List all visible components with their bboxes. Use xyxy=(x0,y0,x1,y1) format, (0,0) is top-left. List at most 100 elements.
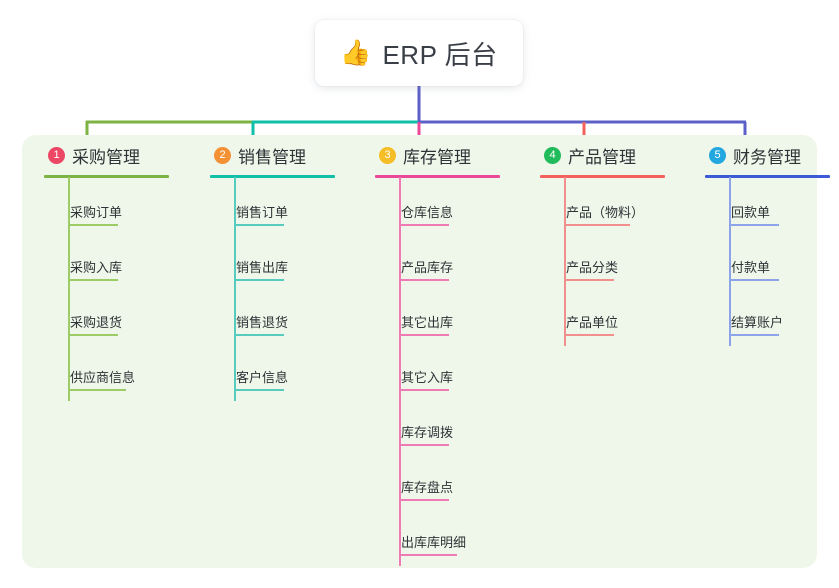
column-spine-2 xyxy=(234,177,236,401)
leaf-rule xyxy=(234,224,284,226)
leaf-rule xyxy=(729,224,779,226)
list-item[interactable]: 产品库存 xyxy=(361,233,521,288)
column-spine-5 xyxy=(729,177,731,346)
list-item[interactable]: 客户信息 xyxy=(196,343,356,398)
column-header-rule-2 xyxy=(210,175,335,178)
column-1: 1 采购管理采购订单采购入库采购退货供应商信息 xyxy=(30,135,190,401)
column-2: 2 销售管理销售订单销售出库销售退货客户信息 xyxy=(196,135,356,401)
column-title-1: 采购管理 xyxy=(72,147,140,167)
leaf-list-1: 采购订单采购入库采购退货供应商信息 xyxy=(30,178,190,398)
column-spine-3 xyxy=(399,177,401,566)
leaf-label: 回款单 xyxy=(731,205,771,220)
leaf-label: 库存盘点 xyxy=(401,480,454,495)
column-header-2[interactable]: 2 销售管理 xyxy=(196,135,356,175)
column-title-5: 财务管理 xyxy=(733,147,801,167)
leaf-rule xyxy=(564,224,630,226)
leaf-label: 产品分类 xyxy=(566,260,619,275)
leaf-label: 产品（物料） xyxy=(566,205,645,220)
list-item[interactable]: 产品（物料） xyxy=(526,178,686,233)
leaf-label: 产品单位 xyxy=(566,315,619,330)
column-spine-4 xyxy=(564,177,566,346)
list-item[interactable]: 销售订单 xyxy=(196,178,356,233)
column-badge-1: 1 xyxy=(48,146,65,164)
leaf-label: 库存调拨 xyxy=(401,425,454,440)
column-5: 5 财务管理回款单付款单结算账户 xyxy=(691,135,839,346)
list-item[interactable]: 结算账户 xyxy=(691,288,839,343)
leaf-label: 其它出库 xyxy=(401,315,454,330)
leaf-rule xyxy=(399,444,449,446)
column-badge-4: 4 xyxy=(544,146,561,164)
column-header-rule-3 xyxy=(375,175,500,178)
leaf-rule xyxy=(564,334,614,336)
column-header-4[interactable]: 4 产品管理 xyxy=(526,135,686,175)
leaf-list-4: 产品（物料） 产品分类产品单位 xyxy=(526,178,686,343)
list-item[interactable]: 库存盘点 xyxy=(361,453,521,508)
leaf-list-2: 销售订单销售出库销售退货客户信息 xyxy=(196,178,356,398)
root-title: ERP 后台 xyxy=(382,39,498,70)
leaf-rule xyxy=(68,224,118,226)
leaf-rule xyxy=(234,389,284,391)
leaf-rule xyxy=(399,389,449,391)
root-node[interactable]: 👍 ERP 后台 xyxy=(315,20,523,86)
column-title-3: 库存管理 xyxy=(403,147,471,167)
list-item[interactable]: 产品单位 xyxy=(526,288,686,343)
list-item[interactable]: 采购订单 xyxy=(30,178,190,233)
thumbs-up-icon: 👍 xyxy=(340,38,372,67)
leaf-label: 采购入库 xyxy=(70,260,123,275)
list-item[interactable]: 回款单 xyxy=(691,178,839,233)
leaf-label: 付款单 xyxy=(731,260,771,275)
list-item[interactable]: 出库库明细 xyxy=(361,508,521,563)
leaf-rule xyxy=(399,554,457,556)
column-header-5[interactable]: 5 财务管理 xyxy=(691,135,839,175)
leaf-rule xyxy=(564,279,614,281)
leaf-label: 销售订单 xyxy=(236,205,289,220)
leaf-label: 销售退货 xyxy=(236,315,289,330)
leaf-label: 结算账户 xyxy=(731,315,784,330)
leaf-rule xyxy=(234,279,284,281)
column-header-1[interactable]: 1 采购管理 xyxy=(30,135,190,175)
leaf-rule xyxy=(729,279,779,281)
list-item[interactable]: 采购退货 xyxy=(30,288,190,343)
list-item[interactable]: 采购入库 xyxy=(30,233,190,288)
list-item[interactable]: 供应商信息 xyxy=(30,343,190,398)
leaf-label: 出库库明细 xyxy=(401,535,467,550)
leaf-label: 客户信息 xyxy=(236,370,289,385)
list-item[interactable]: 库存调拨 xyxy=(361,398,521,453)
column-header-rule-5 xyxy=(705,175,830,178)
leaf-rule xyxy=(68,334,118,336)
column-badge-2: 2 xyxy=(214,146,231,164)
list-item[interactable]: 其它入库 xyxy=(361,343,521,398)
leaf-rule xyxy=(729,334,779,336)
leaf-label: 采购订单 xyxy=(70,205,123,220)
leaf-list-5: 回款单付款单结算账户 xyxy=(691,178,839,343)
column-3: 3 库存管理仓库信息产品库存其它出库其它入库库存调拨库存盘点出库库明细 xyxy=(361,135,521,566)
diagram-panel: 1 采购管理采购订单采购入库采购退货供应商信息 2 销售管理销售订单销售出库销售退货客… xyxy=(22,135,830,568)
list-item[interactable]: 销售退货 xyxy=(196,288,356,343)
leaf-label: 销售出库 xyxy=(236,260,289,275)
leaf-label: 其它入库 xyxy=(401,370,454,385)
leaf-label: 产品库存 xyxy=(401,260,454,275)
leaf-rule xyxy=(68,279,118,281)
list-item[interactable]: 其它出库 xyxy=(361,288,521,343)
column-header-3[interactable]: 3 库存管理 xyxy=(361,135,521,175)
leaf-rule xyxy=(399,334,449,336)
list-item[interactable]: 付款单 xyxy=(691,233,839,288)
leaf-label: 采购退货 xyxy=(70,315,123,330)
leaf-rule xyxy=(399,224,449,226)
leaf-list-3: 仓库信息产品库存其它出库其它入库库存调拨库存盘点出库库明细 xyxy=(361,178,521,563)
column-header-rule-1 xyxy=(44,175,169,178)
column-4: 4 产品管理产品（物料） 产品分类产品单位 xyxy=(526,135,686,346)
leaf-label: 供应商信息 xyxy=(70,370,136,385)
column-badge-5: 5 xyxy=(709,146,726,164)
leaf-rule xyxy=(399,279,449,281)
leaf-rule xyxy=(399,499,449,501)
leaf-rule xyxy=(234,334,284,336)
list-item[interactable]: 仓库信息 xyxy=(361,178,521,233)
column-badge-3: 3 xyxy=(379,146,396,164)
leaf-label: 仓库信息 xyxy=(401,205,454,220)
column-title-4: 产品管理 xyxy=(568,147,636,167)
column-title-2: 销售管理 xyxy=(238,147,306,167)
list-item[interactable]: 产品分类 xyxy=(526,233,686,288)
list-item[interactable]: 销售出库 xyxy=(196,233,356,288)
column-spine-1 xyxy=(68,177,70,401)
